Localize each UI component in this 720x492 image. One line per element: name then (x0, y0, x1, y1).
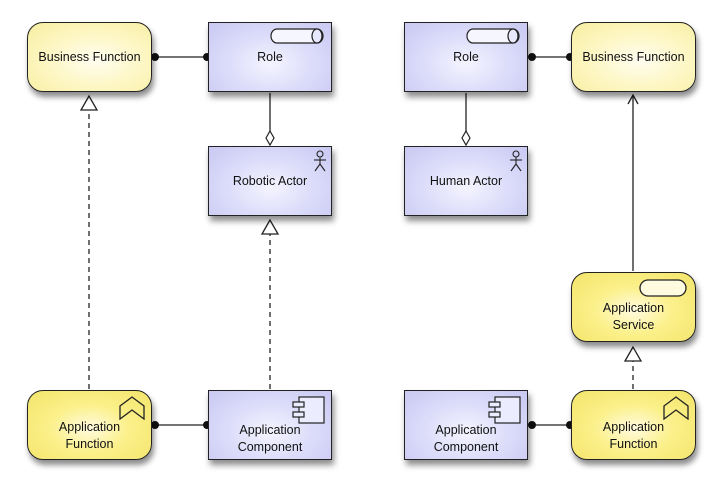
role-icon (465, 28, 521, 49)
service-icon (639, 279, 687, 302)
realization-arrowhead (79, 94, 99, 111)
application-component-node-left[interactable]: Application Component (208, 390, 332, 460)
node-label: Human Actor (429, 173, 503, 188)
node-label: Robotic Actor (232, 173, 308, 188)
actor-icon (509, 150, 523, 177)
aggregation-diamond (265, 129, 275, 147)
node-label: Application Function (602, 420, 665, 451)
robotic-actor-node[interactable]: Robotic Actor (208, 146, 332, 216)
realization-arrowhead (623, 345, 643, 362)
node-label: Role (453, 49, 479, 64)
assignment-dot (151, 53, 159, 61)
application-function-node-left[interactable]: Application Function (27, 390, 152, 460)
node-label: Role (257, 49, 283, 64)
application-component-node-right[interactable]: Application Component (404, 390, 528, 460)
role-icon (269, 28, 325, 49)
function-chevron-icon (119, 396, 145, 425)
node-label: Business Function (38, 49, 141, 64)
node-label: Application Service (602, 301, 665, 332)
business-function-node-right[interactable]: Business Function (571, 22, 696, 92)
application-service-node[interactable]: Application Service (571, 272, 696, 342)
assignment-dot (528, 421, 536, 429)
aggregation-diamond (461, 129, 471, 147)
application-function-node-right[interactable]: Application Function (571, 390, 696, 460)
component-icon (291, 396, 325, 429)
node-label: Application Component (433, 423, 499, 454)
node-label: Application Component (237, 423, 303, 454)
function-chevron-icon (663, 396, 689, 425)
role-node-left[interactable]: Role (208, 22, 332, 92)
human-actor-node[interactable]: Human Actor (404, 146, 528, 216)
role-node-right[interactable]: Role (404, 22, 528, 92)
node-label: Business Function (582, 49, 685, 64)
assignment-dot (151, 421, 159, 429)
component-icon (487, 396, 521, 429)
realization-arrowhead (260, 218, 280, 235)
business-function-node-left[interactable]: Business Function (27, 22, 152, 92)
assignment-dot (528, 53, 536, 61)
actor-icon (313, 150, 327, 177)
used-by-arrowhead (627, 93, 639, 105)
node-label: Application Function (58, 420, 121, 451)
